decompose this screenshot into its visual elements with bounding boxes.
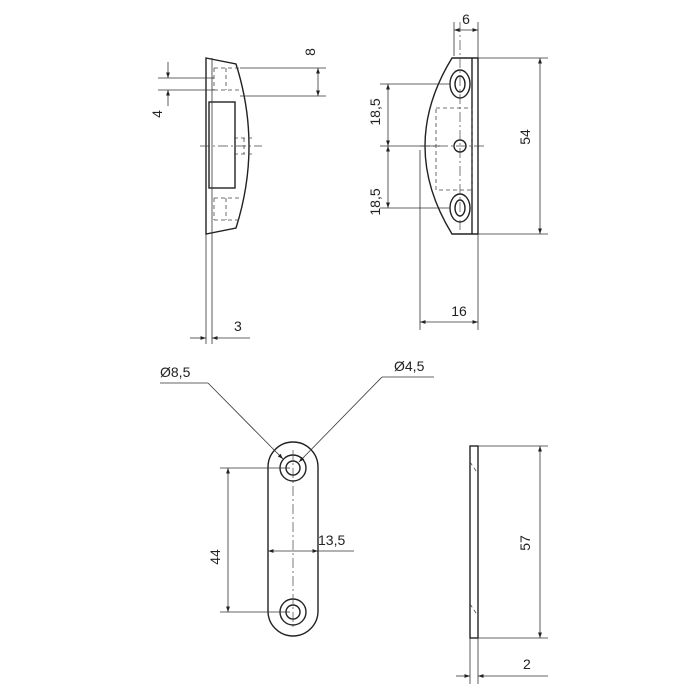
dim-18-5-upper-label: 18,5 xyxy=(367,98,383,125)
dim-hole-diameter-label: Ø4,5 xyxy=(394,358,425,374)
dim-54-label: 54 xyxy=(517,129,533,145)
side-view-lower-hidden-hole xyxy=(213,197,240,221)
dim-2-label: 2 xyxy=(523,656,531,672)
dim-6-label: 6 xyxy=(462,11,470,27)
plate-side-outline xyxy=(469,445,479,639)
dim-18-5-lower-label: 18,5 xyxy=(367,188,383,215)
dim-4-label: 4 xyxy=(149,110,165,118)
plate-side-hidden-bottom xyxy=(469,603,479,617)
plate-outline xyxy=(267,441,319,637)
front-view: 6 18,5 18,5 54 16 xyxy=(367,11,548,330)
dim-44-label: 44 xyxy=(207,549,223,565)
dim-outer-diameter-label: Ø8,5 xyxy=(160,364,191,380)
plate-view: Ø8,5 Ø4,5 44 13,5 xyxy=(160,358,434,637)
side-view-upper-hidden-hole xyxy=(213,67,240,91)
dim-8-label: 8 xyxy=(302,48,318,56)
side-view: 8 4 3 xyxy=(149,48,326,344)
dim-3-label: 3 xyxy=(234,318,242,334)
side-view-outline xyxy=(205,57,250,235)
dim-16-label: 16 xyxy=(451,303,467,319)
side-view-magnet-slot xyxy=(208,101,236,189)
leader-hole-diameter xyxy=(298,376,383,463)
plate-side-view: 57 2 xyxy=(456,445,548,684)
leader-outer-diameter xyxy=(207,382,284,460)
dim-57-label: 57 xyxy=(517,535,533,551)
front-view-outline xyxy=(424,57,479,235)
dim-13-5-label: 13,5 xyxy=(318,532,345,548)
front-view-hidden-body xyxy=(435,107,473,191)
plate-side-hidden-top xyxy=(469,461,479,475)
